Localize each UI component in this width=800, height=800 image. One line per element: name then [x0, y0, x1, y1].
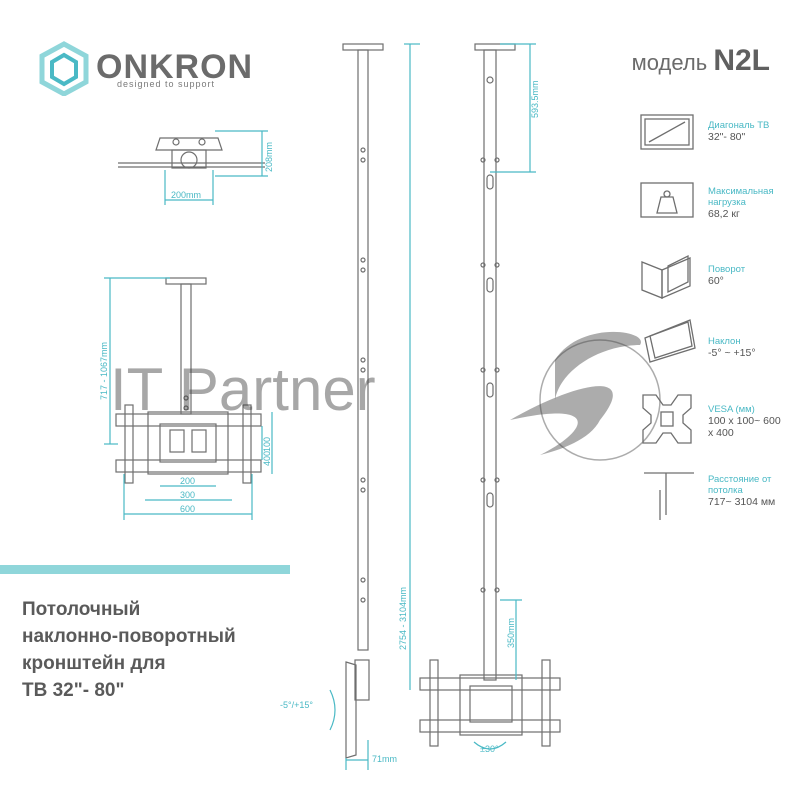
- watermark-text: IT Partner: [110, 356, 376, 423]
- product-title: Потолочный наклонно-поворотный кронштейн…: [22, 596, 236, 704]
- model-code: N2L: [713, 44, 770, 77]
- dim-depth: 71mm: [372, 754, 397, 764]
- title-line: наклонно-поворотный: [22, 626, 236, 647]
- spec-tv-diagonal: Диагональ ТВ 32"- 80": [708, 120, 798, 143]
- tv-diagonal-icon: [640, 114, 694, 150]
- title-line: ТВ 32"- 80": [22, 680, 125, 701]
- dim-top-width: 200mm: [171, 190, 201, 200]
- dim-top-depth: 208mm: [264, 142, 274, 172]
- tilt-icon: [644, 319, 696, 363]
- tall-front-view: [419, 43, 561, 747]
- dim-short-height: 717 - 1067mm: [99, 342, 109, 400]
- top-view-plate: [118, 137, 265, 169]
- spec-label: Поворот: [708, 264, 746, 275]
- dim-tilt: -5°/+15°: [280, 700, 313, 710]
- spec-value: 68,2 кг: [708, 208, 740, 220]
- dim-vesa-300: 300: [180, 490, 195, 500]
- title-line: кронштейн для: [22, 653, 166, 674]
- spec-value: 32"- 80": [708, 131, 746, 143]
- vesa-plate-icon: [642, 394, 692, 444]
- watermark-swoosh: [510, 331, 641, 455]
- spec-swivel: Поворот 60°: [708, 264, 798, 287]
- ceiling-distance-icon: [644, 472, 694, 520]
- spec-label: Диагональ ТВ: [708, 120, 770, 131]
- spec-max-load: Максимальная нагрузка 68,2 кг: [708, 186, 798, 220]
- dimension-labels: 200mm 208mm 717 - 1067mm 200 300 600 100…: [99, 80, 540, 764]
- dim-lower-section: 350mm: [506, 618, 516, 648]
- dim-vesa-100: 100: [262, 437, 272, 452]
- dim-vesa-200: 200: [180, 476, 195, 486]
- tall-side-view: [342, 43, 384, 759]
- dim-vesa-400: 400: [262, 451, 272, 466]
- dim-full-height: 2754 - 3104mm: [398, 587, 408, 650]
- dim-vesa-600: 600: [180, 504, 195, 514]
- spec-label: VESA (мм): [708, 404, 755, 415]
- title-line: Потолочный: [22, 599, 141, 620]
- dim-upper-section: 593.5mm: [530, 80, 540, 118]
- brand-tagline: designed to support: [117, 79, 216, 89]
- onkron-logo-icon: [39, 41, 89, 96]
- brand-name: ONKRON: [96, 48, 254, 86]
- model-prefix: модель: [631, 50, 708, 75]
- short-front-view: [115, 277, 262, 484]
- accent-bar: [0, 565, 290, 574]
- spec-value: 717~ 3104 мм: [708, 496, 776, 508]
- spec-vesa: VESA (мм) 100 x 100~ 600 x 400: [708, 404, 788, 439]
- dim-swivel: ±30°: [480, 744, 499, 754]
- spec-value: 100 x 100~ 600 x 400: [708, 415, 781, 439]
- spec-value: -5° ~ +15°: [708, 347, 756, 359]
- spec-label: Максимальная нагрузка: [708, 186, 774, 208]
- spec-value: 60°: [708, 275, 724, 287]
- spec-label: Расстояние от потолка: [708, 474, 772, 496]
- spec-label: Наклон: [708, 336, 741, 347]
- spec-ceiling-distance: Расстояние от потолка 717~ 3104 мм: [708, 474, 788, 508]
- swivel-icon: [641, 254, 691, 299]
- spec-tilt: Наклон -5° ~ +15°: [708, 336, 798, 359]
- model-title: модель N2L: [632, 44, 770, 78]
- weight-icon: [640, 182, 694, 218]
